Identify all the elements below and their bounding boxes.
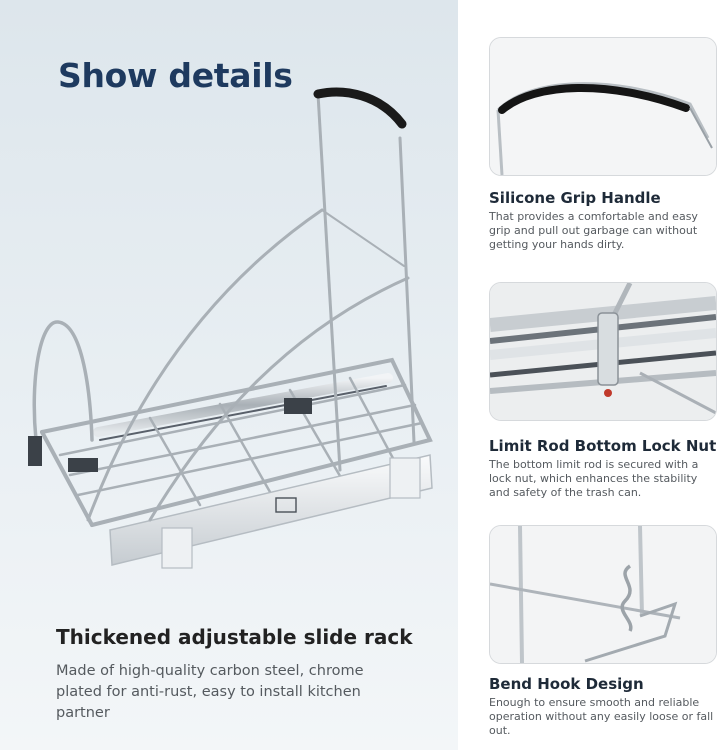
handle-closeup-icon [490,38,716,175]
bend-hook-closeup-icon [490,526,716,663]
page-heading: Show details [58,56,293,95]
feature-desc-3: Enough to ensure smooth and reliable ope… [489,696,714,737]
product-title: Thickened adjustable slide rack [56,625,413,649]
product-description: Made of high-quality carbon steel, chrom… [56,663,364,721]
lock-nut-closeup-icon [490,283,716,420]
rack-frame [28,87,433,569]
feature-image-lock-nut [489,282,717,421]
feature-title-1: Silicone Grip Handle [489,189,661,207]
feature-desc-2: The bottom limit rod is secured with a l… [489,458,699,499]
product-hero-panel: Show details [0,0,458,750]
feature-title-3: Bend Hook Design [489,675,644,693]
feature-desc-1: That provides a comfortable and easy gri… [489,210,698,251]
feature-image-silicone-grip-handle [489,37,717,176]
slide-rack-image [28,87,433,569]
feature-title-2: Limit Rod Bottom Lock Nut [489,437,717,455]
feature-image-bend-hook [489,525,717,664]
feature-column: Silicone Grip Handle That provides a com… [458,0,722,750]
